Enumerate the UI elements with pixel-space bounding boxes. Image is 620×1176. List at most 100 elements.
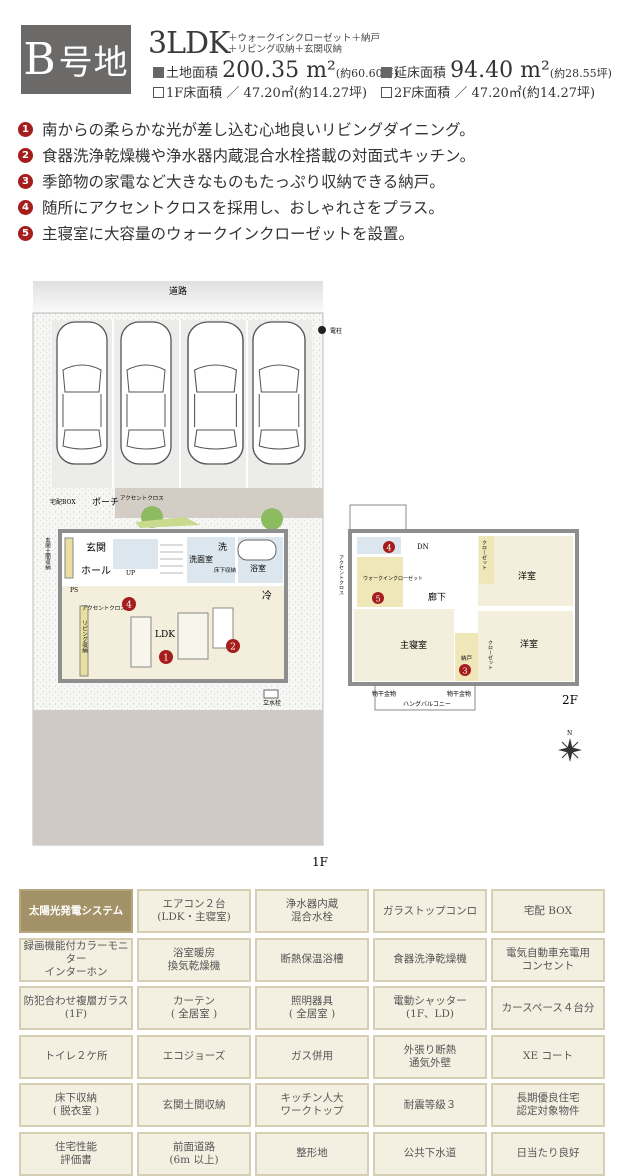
- marker-1: 1: [159, 650, 173, 664]
- dining-table-icon: [177, 612, 209, 660]
- site-plan-1f: 道路 電柱 ポーチ 宅配BOX アクセントクロス 玄関 ホール UP PS 洗面…: [32, 281, 342, 869]
- feature-item: 2 食器洗浄乾燥機や浄水器内蔵混合水栓搭載の対面式キッチン。: [18, 142, 475, 168]
- car-icon: [252, 321, 306, 465]
- equipment-item: 録画機能付カラーモニター インターホン: [19, 937, 133, 982]
- western-room-2: [478, 611, 573, 681]
- equipment-item: 食器洗浄乾燥機: [373, 937, 487, 982]
- equipment-item: トイレ２ケ所: [19, 1034, 133, 1079]
- entrance-label: 玄関: [86, 541, 106, 554]
- marker-4: 4: [383, 541, 395, 553]
- floor-plans: 道路 電柱 ポーチ 宅配BOX アクセントクロス 玄関 ホール UP PS 洗面…: [32, 281, 582, 869]
- hanging-balcony: [374, 684, 476, 711]
- feature-text: 主寝室に大容量のウォークインクローゼットを設置。: [42, 225, 415, 243]
- equipment-item: 電気自動車充電用 コンセント: [491, 937, 605, 982]
- closet: [479, 536, 494, 584]
- svg-text:5: 5: [375, 595, 380, 604]
- marker-3: 3: [459, 664, 471, 676]
- underfloor-storage-label: 床下収納: [214, 566, 237, 574]
- road-label: 道路: [169, 285, 187, 297]
- equipment-item: 太陽光発電システム: [19, 889, 133, 933]
- floor-area-tsubo: (約28.55坪): [549, 67, 612, 80]
- equipment-item: 玄関土間収納: [137, 1083, 251, 1127]
- equipment-item: 床下収納 ( 脱衣室 ): [19, 1083, 133, 1127]
- toilet-room: [113, 539, 158, 569]
- lot-letter: B: [23, 34, 57, 85]
- entrance-storage: [64, 537, 74, 579]
- equipment-item: 浴室暖房 換気乾燥機: [137, 937, 251, 982]
- faucet-label: 立水栓: [263, 699, 281, 707]
- delivery-box-label: 宅配BOX: [50, 498, 76, 506]
- road: [33, 281, 323, 313]
- number-badge: 3: [18, 173, 33, 189]
- equipment-item: カーテン ( 全居室 ): [137, 986, 251, 1030]
- hallway-label: 廊下: [428, 591, 446, 603]
- equipment-item: 浄水器内蔵 混合水栓: [255, 889, 369, 933]
- feature-item: 5 主寝室に大容量のウォークインクローゼットを設置。: [18, 220, 475, 246]
- equipment-item: ガス併用: [255, 1034, 369, 1079]
- kitchen-counter-icon: [212, 607, 234, 649]
- drying-hardware-label: 物干金物: [447, 690, 471, 698]
- accent-cross-label: アクセントクロス: [338, 555, 344, 595]
- layout-extra-1: ＋ウォークインクローゼット＋納戸: [228, 33, 381, 44]
- equipment-item: 外張り断熱 通気外壁: [373, 1034, 487, 1079]
- svg-text:4: 4: [126, 601, 132, 611]
- ldk-room: [62, 586, 284, 679]
- marker-5: 5: [372, 592, 384, 604]
- equipment-item: 長期優良住宅 認定対象物件: [491, 1083, 605, 1127]
- bath-label: 浴室: [250, 563, 266, 573]
- living-storage: [79, 605, 89, 677]
- feature-text: 食器洗浄乾燥機や浄水器内蔵混合水栓搭載の対面式キッチン。: [42, 147, 476, 165]
- feature-text: 南からの柔らかな光が差し込む心地良いリビングダイニング。: [42, 121, 475, 139]
- equipment-item: 防犯合わせ複層ガラス (1F): [19, 986, 133, 1030]
- equipment-item: 断熱保温浴槽: [255, 937, 369, 982]
- south-area: [33, 710, 323, 845]
- compass-icon: N: [558, 730, 582, 762]
- equipment-item: カースペース４台分: [491, 986, 605, 1030]
- svg-text:2: 2: [230, 643, 236, 653]
- number-badge: 1: [18, 121, 33, 137]
- number-badge: 5: [18, 225, 33, 241]
- equipment-grid: 太陽光発電システムエアコン２台 (LDK・主寝室)浄水器内蔵 混合水栓ガラストッ…: [19, 889, 605, 1176]
- equipment-item: 前面道路 (6m 以上): [137, 1131, 251, 1176]
- layout-type: 3LDK: [148, 26, 230, 61]
- square-outline-icon: [153, 87, 164, 98]
- closet-label: クローゼット: [487, 640, 493, 670]
- car-icon: [56, 321, 108, 465]
- western-room-label: 洋室: [520, 638, 538, 650]
- f1-area-text: 1F床面積 ／ 47.20㎡(約14.27坪): [166, 86, 368, 101]
- washroom: [187, 537, 235, 583]
- square-filled-icon: [381, 67, 392, 78]
- land-area-label: 土地面積: [166, 66, 219, 81]
- car-icon: [187, 321, 244, 465]
- accent-cross-label: アクセントクロス: [82, 605, 126, 612]
- floor-label-1f: 1F: [312, 855, 328, 869]
- f2-area-text: 2F床面積 ／ 47.20㎡(約14.27坪): [394, 86, 596, 101]
- equipment-item: 住宅性能 評価書: [19, 1131, 133, 1176]
- feature-item: 1 南からの柔らかな光が差し込む心地良いリビングダイニング。: [18, 116, 475, 142]
- square-outline-icon: [381, 87, 392, 98]
- washing-machine-label: 洗: [218, 541, 227, 553]
- land-area-value: 200.35 m²: [222, 58, 336, 83]
- floor-plan-2f: DN ウォークインクローゼット アクセントクロス 廊下 主寝室 納戸 洋室 洋室…: [338, 504, 582, 762]
- drying-hardware-label: 物干金物: [372, 690, 396, 698]
- number-badge: 2: [18, 147, 33, 163]
- equipment-item: 整形地: [255, 1131, 369, 1176]
- equipment-item: キッチン人大 ワークトップ: [255, 1083, 369, 1127]
- square-filled-icon: [153, 67, 164, 78]
- feature-text: 随所にアクセントクロスを採用し、おしゃれさをプラス。: [42, 199, 444, 217]
- bathtub-icon: [237, 539, 277, 561]
- svg-text:N: N: [567, 730, 572, 737]
- closet-label: クローゼット: [481, 540, 487, 570]
- down-label: DN: [417, 543, 429, 551]
- floor-area-label: 延床面積: [394, 66, 447, 81]
- equipment-item: エアコン２台 (LDK・主寝室): [137, 889, 251, 933]
- storeroom-label: 納戸: [461, 654, 473, 662]
- equipment-item: 耐震等級３: [373, 1083, 487, 1127]
- master-bedroom: [354, 609, 454, 681]
- land-area: 土地面積 200.35 m²(約60.60坪): [153, 58, 398, 83]
- ps-label: PS: [70, 587, 78, 594]
- marker-2: 2: [226, 639, 240, 653]
- balcony-top: [349, 504, 407, 532]
